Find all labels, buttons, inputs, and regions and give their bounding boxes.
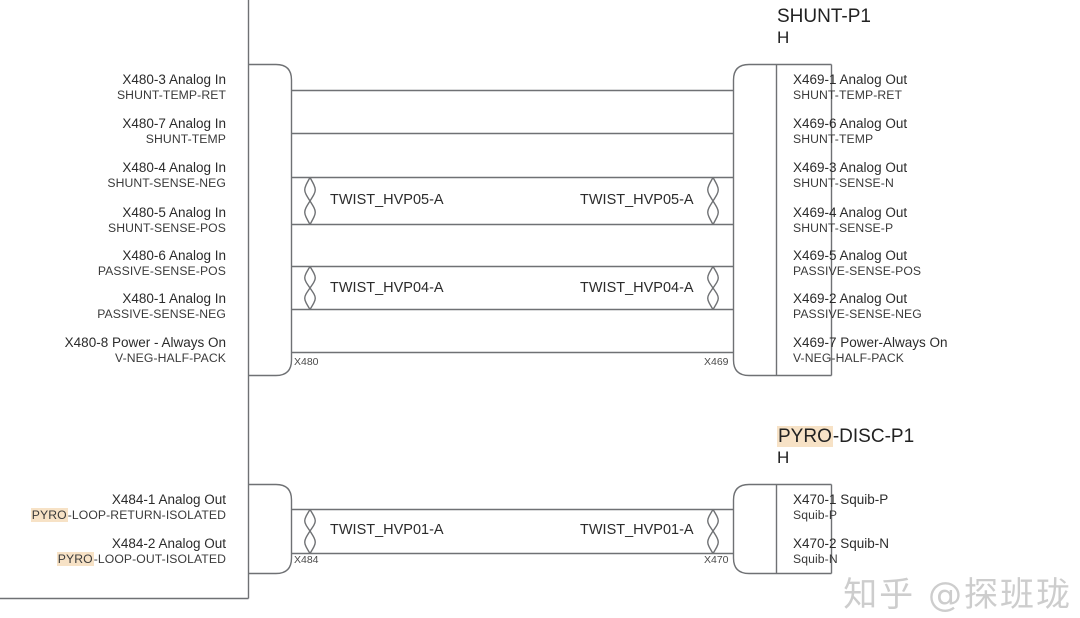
pin-net: SHUNT-SENSE-POS (108, 220, 226, 235)
connector-title-shunt: SHUNT-P1 H (777, 6, 871, 48)
pin-id: X469-6 Analog Out (793, 116, 908, 131)
pin-id: X469-7 Power-Always On (793, 335, 948, 350)
pin-id: X484-2 Analog Out (111, 536, 226, 551)
twist-symbol-hvp04-left (304, 266, 316, 310)
pin-net: PASSIVE-SENSE-POS (97, 263, 226, 278)
pin-x469-6: X469-6 Analog Out SHUNT-TEMP (793, 116, 907, 147)
pin-id: X480-3 Analog In (122, 72, 226, 87)
pin-x480-1: X480-1 Analog In PASSIVE-SENSE-NEG (97, 291, 226, 322)
pin-id: X469-4 Analog Out (793, 205, 908, 220)
pin-net: V-NEG-HALF-PACK (793, 350, 904, 365)
connector-tag-x484: X484 (294, 554, 319, 566)
pin-net: SHUNT-SENSE-P (793, 220, 894, 235)
twist-symbol-hvp01-left (304, 509, 316, 554)
pin-x470-2: X470-2 Squib-N Squib-N (793, 536, 889, 567)
pin-net: PYRO-LOOP-RETURN-ISOLATED (30, 507, 226, 523)
pin-id: X480-1 Analog In (122, 291, 226, 306)
twist-label-hvp01-left: TWIST_HVP01-A (330, 522, 444, 538)
pin-x469-4: X469-4 Analog Out SHUNT-SENSE-P (793, 205, 907, 236)
pin-x484-2: X484-2 Analog Out PYRO-LOOP-OUT-ISOLATED (56, 536, 226, 567)
connector-body-x480 (248, 63, 293, 377)
pin-x480-5: X480-5 Analog In SHUNT-SENSE-POS (108, 205, 226, 236)
twist-symbol-hvp05-right (707, 177, 719, 225)
twist-symbol-hvp01-right (707, 509, 719, 554)
twist-symbol-hvp04-right (707, 266, 719, 310)
pin-x480-6: X480-6 Analog In PASSIVE-SENSE-POS (98, 248, 226, 279)
connector-title-shunt-line2: H (777, 28, 790, 47)
pin-id: X470-2 Squib-N (793, 536, 890, 551)
pin-x469-3: X469-3 Analog Out SHUNT-SENSE-N (793, 160, 907, 191)
pin-x480-3: X480-3 Analog In SHUNT-TEMP-RET (117, 72, 226, 103)
twist-symbol-hvp05-left (304, 177, 316, 225)
pin-net: SHUNT-TEMP-RET (116, 87, 226, 102)
connector-title-pyro: PYRO-DISC-P1 H (777, 426, 914, 468)
pin-id: X469-5 Analog Out (793, 248, 908, 263)
connector-body-x484 (248, 483, 293, 575)
pin-id: X480-8 Power - Always On (64, 335, 226, 350)
pin-x480-7: X480-7 Analog In SHUNT-TEMP (122, 116, 226, 147)
pin-net: V-NEG-HALF-PACK (115, 350, 226, 365)
connector-tag-x470: X470 (704, 554, 729, 566)
pin-x469-5: X469-5 Analog Out PASSIVE-SENSE-POS (793, 248, 921, 279)
pin-id: X470-1 Squib-P (793, 492, 889, 507)
twist-label-hvp04-right: TWIST_HVP04-A (580, 280, 694, 296)
twist-label-hvp01-right: TWIST_HVP01-A (580, 522, 694, 538)
net-highlight: PYRO (30, 507, 68, 522)
connector-title-shunt-line1: SHUNT-P1 (777, 6, 871, 27)
connector-title-pyro-line2: H (777, 448, 790, 467)
twist-label-hvp04-left: TWIST_HVP04-A (330, 280, 444, 296)
pin-net: SHUNT-SENSE-NEG (107, 175, 226, 190)
net-highlight: PYRO (56, 551, 94, 566)
pin-x470-1: X470-1 Squib-P Squib-P (793, 492, 888, 523)
twist-label-hvp05-left: TWIST_HVP05-A (330, 192, 444, 208)
pin-x480-8: X480-8 Power - Always On V-NEG-HALF-PACK (65, 335, 226, 366)
pin-x469-1: X469-1 Analog Out SHUNT-TEMP-RET (793, 72, 907, 103)
pin-id: X484-1 Analog Out (111, 492, 226, 507)
pin-net: SHUNT-TEMP (793, 131, 874, 146)
pin-net: Squib-N (793, 551, 838, 566)
net-rest: -LOOP-OUT-ISOLATED (93, 551, 226, 566)
title-highlight-pyro: PYRO (777, 426, 833, 447)
pin-id: X480-7 Analog In (122, 116, 226, 131)
pin-net: SHUNT-SENSE-N (793, 175, 894, 190)
pin-x469-2: X469-2 Analog Out PASSIVE-SENSE-NEG (793, 291, 922, 322)
pin-x484-1: X484-1 Analog Out PYRO-LOOP-RETURN-ISOLA… (30, 492, 226, 523)
connector-tag-x480: X480 (294, 356, 319, 368)
pin-net: SHUNT-TEMP (145, 131, 226, 146)
pin-x469-7: X469-7 Power-Always On V-NEG-HALF-PACK (793, 335, 948, 366)
pin-net: Squib-P (793, 507, 838, 522)
pin-id: X480-4 Analog In (122, 160, 226, 175)
pin-id: X480-6 Analog In (122, 248, 226, 263)
pin-net: SHUNT-TEMP-RET (793, 87, 903, 102)
pin-x480-4: X480-4 Analog In SHUNT-SENSE-NEG (107, 160, 226, 191)
watermark: 知乎 @探班珑 (843, 575, 1072, 615)
connector-title-pyro-line1: PYRO-DISC-P1 (777, 426, 914, 447)
pin-net: PASSIVE-SENSE-NEG (793, 306, 922, 321)
connector-tag-x469: X469 (704, 356, 729, 368)
pin-net: PASSIVE-SENSE-NEG (97, 306, 226, 321)
pin-id: X469-2 Analog Out (793, 291, 908, 306)
net-rest: -LOOP-RETURN-ISOLATED (67, 507, 226, 522)
pin-id: X469-1 Analog Out (793, 72, 908, 87)
pin-id: X469-3 Analog Out (793, 160, 908, 175)
pin-net: PYRO-LOOP-OUT-ISOLATED (56, 551, 226, 567)
pin-net: PASSIVE-SENSE-POS (793, 263, 922, 278)
pin-id: X480-5 Analog In (122, 205, 226, 220)
title-rest-pyro: -DISC-P1 (832, 426, 915, 447)
twist-label-hvp05-right: TWIST_HVP05-A (580, 192, 694, 208)
